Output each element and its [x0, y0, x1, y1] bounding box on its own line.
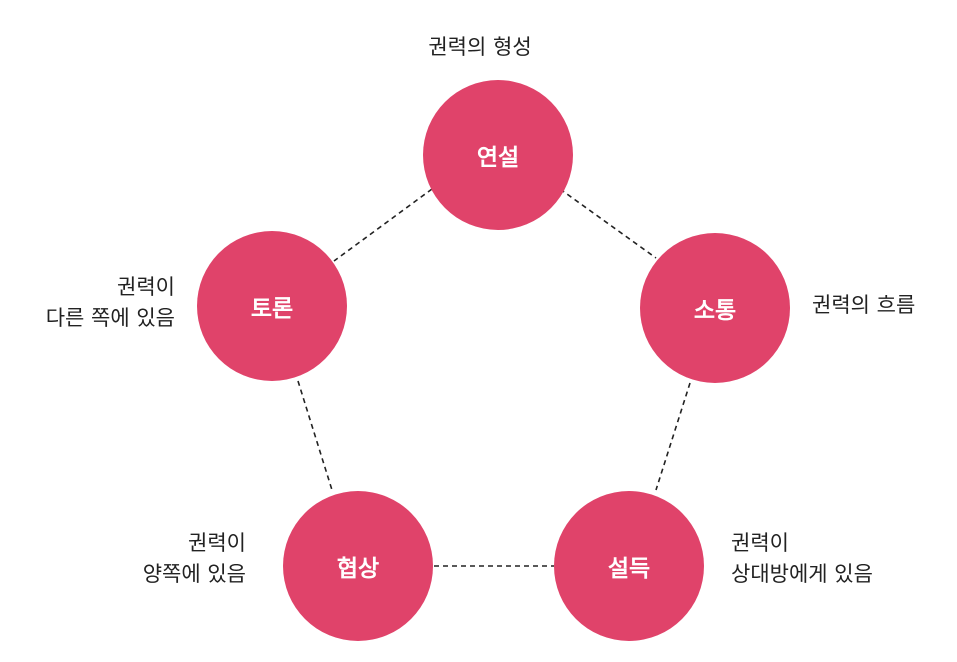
- caption-debate-line-2: 다른 쪽에 있음: [45, 306, 175, 330]
- caption-negotiation-line-2: 양쪽에 있음: [142, 562, 246, 586]
- caption-persuasion: 권력이 상대방에게 있음: [731, 528, 873, 590]
- connector-speech-debate: [333, 188, 433, 262]
- caption-speech: 권력의 형성: [330, 32, 630, 63]
- caption-debate-line-1: 권력이: [117, 275, 175, 299]
- connector-speech-communication: [559, 188, 657, 259]
- caption-persuasion-line-2: 상대방에게 있음: [731, 562, 873, 586]
- node-debate: 토론: [197, 231, 347, 381]
- node-persuasion: 설득: [554, 491, 704, 641]
- connector-communication-persuasion: [655, 382, 691, 491]
- node-communication: 소통: [640, 233, 790, 383]
- caption-negotiation: 권력이 양쪽에 있음: [143, 528, 246, 590]
- caption-communication: 권력의 흐름: [812, 290, 915, 321]
- node-negotiation: 협상: [283, 491, 433, 641]
- caption-speech-line-1: 권력의 형성: [428, 35, 532, 59]
- caption-persuasion-line-1: 권력이: [731, 531, 789, 555]
- caption-negotiation-line-1: 권력이: [188, 531, 246, 555]
- caption-debate: 권력이 다른 쪽에 있음: [46, 272, 175, 334]
- connector-debate-negotiation: [297, 380, 333, 491]
- node-speech: 연설: [423, 80, 573, 230]
- caption-communication-line-1: 권력의 흐름: [812, 293, 916, 317]
